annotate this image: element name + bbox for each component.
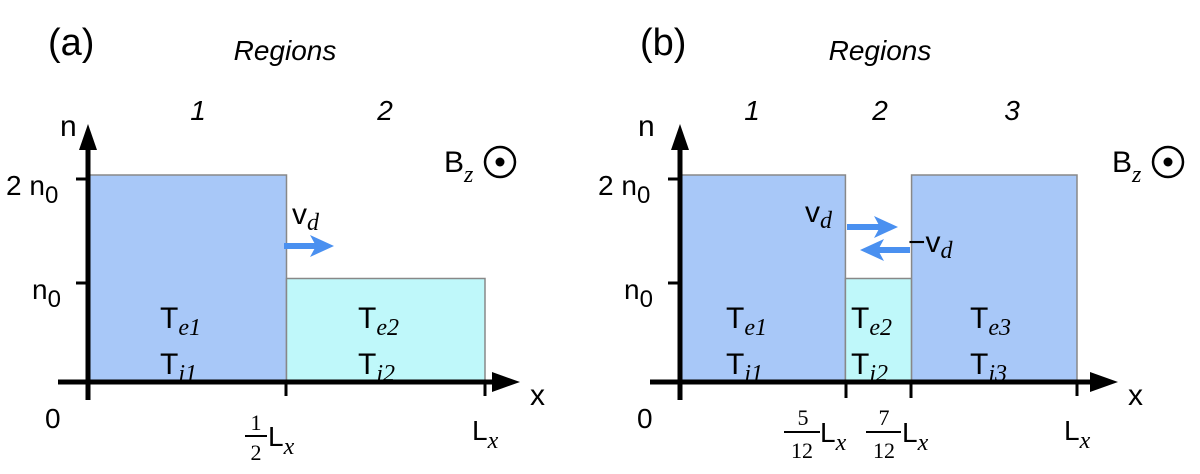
drift-velocity-arrow-left-icon <box>860 239 910 261</box>
region-3-block <box>910 174 1078 383</box>
region-number-3: 3 <box>1004 95 1020 126</box>
x-tick-label-half: 1 2 Lx <box>245 410 295 465</box>
region-1-block <box>87 174 288 383</box>
origin-label: 0 <box>637 403 653 434</box>
x-axis-arrowhead-icon <box>492 372 520 392</box>
region-number-1: 1 <box>744 95 760 126</box>
y-axis-arrowhead-icon <box>671 124 689 150</box>
svg-text:12: 12 <box>791 438 813 463</box>
svg-text:Ti2: Ti2 <box>358 348 395 387</box>
svg-text:Te1: Te1 <box>160 302 201 341</box>
drift-velocity-label: vd <box>805 196 833 234</box>
svg-text:Te3: Te3 <box>970 302 1011 341</box>
y-tick-label-2n0: 2 n0 <box>598 170 650 209</box>
x-tick-label-7-12: 7 12 Lx <box>866 405 929 463</box>
region-1-block <box>679 174 847 383</box>
svg-text:Ti3: Ti3 <box>970 348 1007 387</box>
region-2-temperatures: Te2 Ti2 <box>851 302 892 387</box>
y-axis-label: n <box>60 110 77 143</box>
svg-text:Ti1: Ti1 <box>160 348 197 387</box>
region-number-1: 1 <box>190 95 206 126</box>
drift-velocity-label: vd <box>292 198 320 236</box>
negative-drift-velocity-label: −vd <box>908 226 954 264</box>
svg-text:7: 7 <box>879 405 890 430</box>
svg-text:Lx: Lx <box>902 417 929 456</box>
y-tick-label-2n0: 2 n0 <box>6 170 58 209</box>
svg-text:Ti2: Ti2 <box>851 348 888 387</box>
panel-b: (b) Regions 1 2 3 n x 0 2 n0 n0 5 12 Lx … <box>598 22 1185 463</box>
region-number-2: 2 <box>376 95 393 126</box>
origin-label: 0 <box>45 403 61 434</box>
drift-velocity-arrow-right-icon <box>284 235 334 257</box>
svg-text:1: 1 <box>251 410 262 435</box>
regions-title: Regions <box>234 35 337 66</box>
y-tick-label-n0: n0 <box>32 274 61 313</box>
x-tick-label-5-12: 5 12 Lx <box>784 405 847 463</box>
x-tick-label-Lx: Lx <box>1064 415 1091 454</box>
region-2-block <box>844 277 913 383</box>
svg-text:12: 12 <box>873 438 895 463</box>
svg-text:Lx: Lx <box>268 421 295 460</box>
region-1-temperatures: Te1 Ti1 <box>726 302 767 387</box>
panel-a: (a) Regions 1 2 n x 0 2 n0 n0 1 2 Lx Lx <box>6 22 545 465</box>
region-number-2: 2 <box>871 95 888 126</box>
region-2-block <box>285 277 486 383</box>
region-1-temperatures: Te1 Ti1 <box>160 302 201 387</box>
y-axis-label: n <box>638 110 655 143</box>
magnetic-field-label: Bz <box>444 146 474 188</box>
svg-text:2: 2 <box>251 440 262 465</box>
svg-text:Te2: Te2 <box>851 302 892 341</box>
region-3-temperatures: Te3 Ti3 <box>970 302 1011 387</box>
x-axis-label: x <box>1128 379 1143 412</box>
svg-text:Te1: Te1 <box>726 302 767 341</box>
svg-text:Lx: Lx <box>820 417 847 456</box>
panel-label: (a) <box>48 22 94 64</box>
field-out-of-page-icon <box>483 145 517 179</box>
svg-text:Ti1: Ti1 <box>726 348 763 387</box>
y-axis-arrowhead-icon <box>79 124 97 150</box>
x-axis-arrowhead-icon <box>1090 372 1118 392</box>
region-2-temperatures: Te2 Ti2 <box>358 302 399 387</box>
field-out-of-page-icon <box>1151 145 1185 179</box>
x-tick-label-Lx: Lx <box>472 415 499 454</box>
magnetic-field-label: Bz <box>1112 146 1142 188</box>
svg-text:5: 5 <box>798 405 809 430</box>
regions-title: Regions <box>829 35 932 66</box>
drift-velocity-arrow-right-icon <box>847 216 898 238</box>
panel-label: (b) <box>640 22 686 64</box>
y-tick-label-n0: n0 <box>624 274 653 313</box>
svg-text:Te2: Te2 <box>358 302 399 341</box>
x-axis-label: x <box>530 379 545 412</box>
